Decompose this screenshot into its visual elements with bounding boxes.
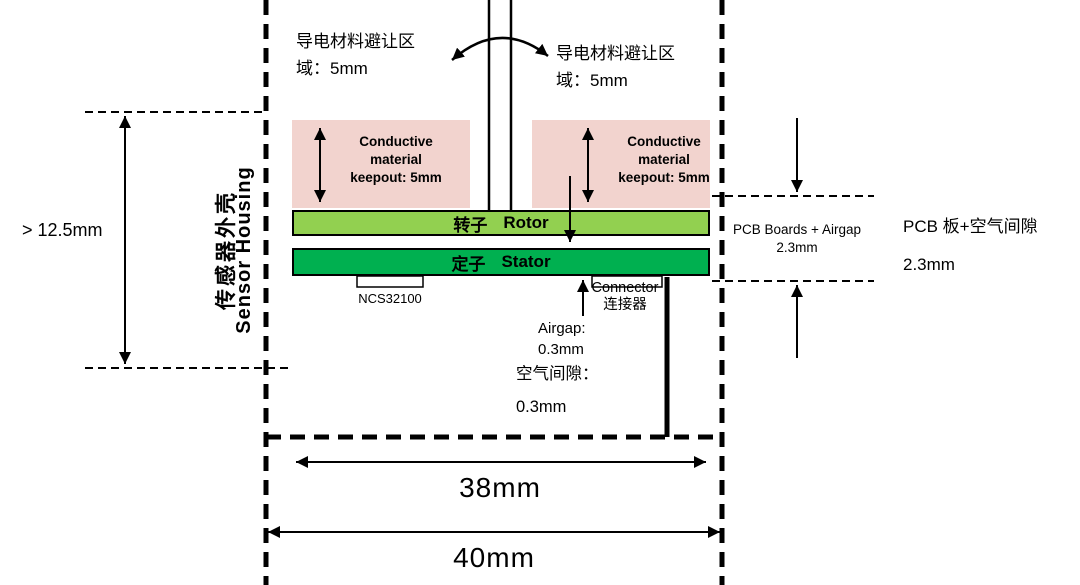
housing-label-en: Sensor Housing [233, 166, 255, 334]
keepout-zone-note-left: 导电材料避让区 域：5mm [296, 32, 415, 78]
housing-label-cn: 传感器外壳 [215, 190, 238, 310]
stator-label-cn: 定子 [451, 254, 486, 274]
connector-label: Connector 连接器 [591, 280, 659, 313]
rotor-label-cn: 转子 [453, 215, 488, 235]
stator-label-en: Stator [501, 252, 551, 271]
pcb-stack-label-cn: PCB 板+空气间隙 2.3mm [903, 217, 1038, 274]
chip-label: NCS32100 [358, 291, 422, 306]
chip-and-connector-shapes [356, 275, 670, 437]
rotor-bar: 转子 Rotor [292, 210, 710, 236]
rotor-label-en: Rotor [503, 213, 549, 232]
width-dimension-arrows [268, 456, 720, 538]
airgap-label-en: Airgap: 0.3mm [538, 320, 586, 358]
rotation-arrow [451, 36, 549, 61]
shaft [487, 0, 513, 211]
keepout-region-right [532, 120, 710, 208]
extension-lines [85, 111, 874, 369]
stator-bar: 定子 Stator [292, 248, 710, 276]
housing-outline [263, 0, 725, 585]
pcb-width-dimension: 38mm [459, 472, 541, 503]
airgap-label-cn: 空气间隙： 0.3mm [516, 365, 599, 416]
housing-width-dimension: 40mm [453, 542, 535, 573]
keepout-region-left [292, 120, 470, 208]
keepout-zone-note-right: 导电材料避让区 域：5mm [556, 44, 675, 90]
pcb-stack-label-en: PCB Boards + Airgap 2.3mm [733, 222, 861, 255]
housing-height-dimension: > 12.5mm [22, 220, 103, 240]
